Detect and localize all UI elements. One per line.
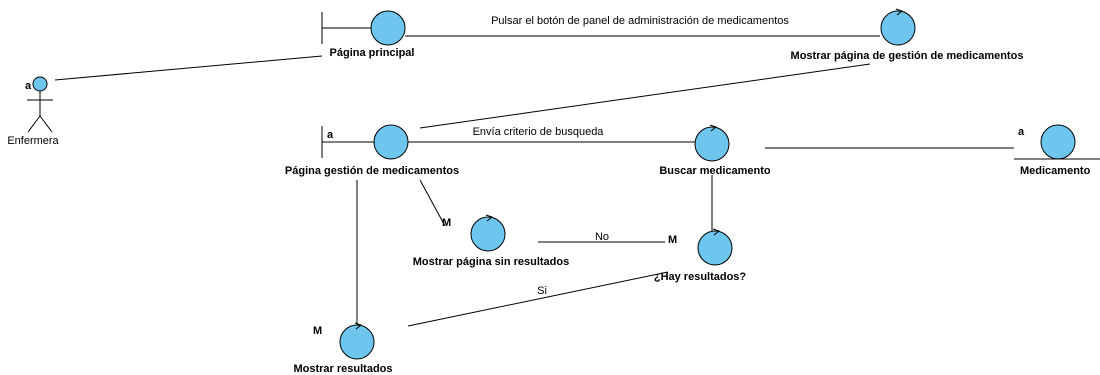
node-label: Página gestión de medicamentos bbox=[285, 165, 459, 177]
node-label: Buscar medicamento bbox=[659, 165, 771, 177]
actor-enfermera[interactable]: a Enfermera bbox=[7, 76, 60, 147]
control-circle-icon bbox=[339, 324, 375, 360]
control-buscar-medicamento[interactable]: Buscar medicamento bbox=[659, 124, 771, 177]
message-envia-criterio: Envía criterio de busqueda bbox=[473, 126, 605, 138]
message-si: Si bbox=[537, 285, 547, 297]
message-no: No bbox=[595, 231, 609, 243]
entity-circle-icon bbox=[1040, 124, 1076, 160]
message-pulsar-boton: Pulsar el botón de panel de administraci… bbox=[491, 15, 789, 27]
boundary-circle-icon bbox=[370, 10, 406, 46]
control-arrow-icon bbox=[895, 8, 904, 16]
node-label: Mostrar página de gestión de medicamento… bbox=[791, 50, 1024, 62]
actor-head-icon bbox=[32, 76, 48, 92]
actor-right-leg bbox=[39, 115, 53, 133]
link-actor-pagina-principal bbox=[54, 55, 323, 81]
node-label: ¿Hay resultados? bbox=[654, 271, 747, 283]
entity-medicamento[interactable]: a Medicamento bbox=[1014, 124, 1100, 177]
control-circle-icon bbox=[880, 10, 916, 46]
node-label: Mostrar resultados bbox=[293, 363, 392, 375]
node-label: Mostrar página sin resultados bbox=[413, 256, 569, 268]
control-arrow-icon bbox=[354, 322, 363, 330]
node-tag: a bbox=[327, 129, 334, 141]
control-circle-icon bbox=[470, 216, 506, 252]
control-sin-resultados[interactable]: M Mostrar página sin resultados bbox=[413, 214, 569, 268]
actor-left-leg bbox=[27, 115, 41, 133]
control-mostrar-gestion[interactable]: Mostrar página de gestión de medicamento… bbox=[791, 8, 1024, 62]
node-label: Página principal bbox=[330, 47, 415, 59]
link-pagina-gestion-sin-resultados bbox=[419, 179, 446, 227]
link-mostrar-gestion-pagina-gestion bbox=[419, 63, 871, 129]
node-tag: M bbox=[313, 325, 322, 337]
control-arrow-icon bbox=[712, 228, 721, 236]
node-tag: M bbox=[668, 234, 677, 246]
boundary-pagina-gestion[interactable]: a Página gestión de medicamentos bbox=[285, 124, 459, 177]
node-tag: M bbox=[442, 217, 451, 229]
control-hay-resultados[interactable]: M ¿Hay resultados? bbox=[654, 228, 747, 283]
node-tag: a bbox=[1018, 126, 1025, 138]
node-label: Medicamento bbox=[1020, 165, 1091, 177]
link-hay-mostrar-resultados bbox=[407, 271, 669, 327]
boundary-circle-icon bbox=[373, 124, 409, 160]
control-circle-icon bbox=[694, 126, 730, 162]
control-mostrar-resultados[interactable]: M Mostrar resultados bbox=[293, 322, 393, 375]
control-arrow-icon bbox=[709, 124, 718, 132]
actor-tag: a bbox=[25, 80, 32, 92]
control-circle-icon bbox=[697, 230, 733, 266]
control-arrow-icon bbox=[485, 214, 494, 222]
actor-label: Enfermera bbox=[7, 135, 59, 147]
boundary-pagina-principal[interactable]: Página principal bbox=[321, 10, 415, 59]
